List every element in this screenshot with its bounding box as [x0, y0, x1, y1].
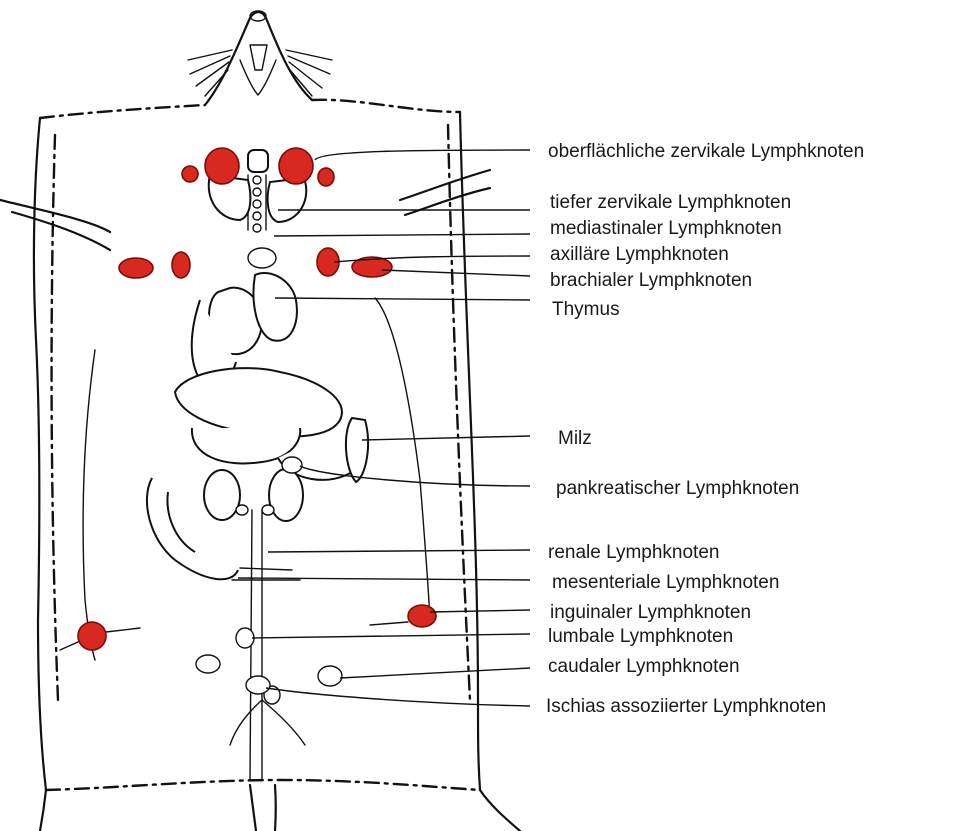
superficial-cervical-node-right	[279, 148, 313, 184]
renal-node-right	[262, 505, 274, 515]
inguinal-node-right	[408, 605, 436, 627]
label-renal: renale Lymphknoten	[548, 542, 719, 563]
label-spleen: Milz	[558, 428, 592, 449]
inguinal-node-left	[78, 622, 106, 650]
label-mesenteric: mesenteriale Lymphknoten	[552, 572, 779, 593]
label-caudal: caudaler Lymphknoten	[548, 656, 740, 677]
axillary-node-left	[119, 258, 153, 278]
superficial-cervical-node-left	[205, 148, 239, 184]
superficial-cervical-node-right-small	[318, 168, 334, 186]
label-pancreatic: pankreatischer Lymphknoten	[556, 478, 799, 499]
renal-node-left	[236, 505, 248, 515]
sciatic-node	[246, 676, 270, 694]
label-brachial: brachialer Lymphknoten	[550, 270, 752, 291]
pancreatic-node	[282, 457, 302, 473]
mediastinal-node	[248, 248, 276, 268]
lumbar-node	[236, 628, 254, 648]
label-thymus: Thymus	[552, 299, 620, 320]
caudal-node	[318, 666, 342, 686]
brachial-node-left	[172, 252, 190, 278]
organs	[60, 150, 430, 780]
label-deep-cervical: tiefer zervikale Lymphknoten	[550, 192, 791, 213]
label-axillary: axilläre Lymphknoten	[550, 244, 729, 265]
label-sciatic: Ischias assoziierter Lymphknoten	[546, 696, 826, 717]
superficial-cervical-node-left-small	[182, 166, 198, 182]
label-lumbar: lumbale Lymphknoten	[548, 626, 733, 647]
label-mediastinal: mediastinaler Lymphknoten	[550, 218, 782, 239]
label-superficial-cervical: oberflächliche zervikale Lymphknoten	[548, 141, 864, 162]
labels: oberflächliche zervikale Lymphknoten tie…	[546, 141, 864, 717]
caudal-node-2	[196, 655, 220, 673]
label-inguinal: inguinaler Lymphknoten	[550, 602, 751, 623]
